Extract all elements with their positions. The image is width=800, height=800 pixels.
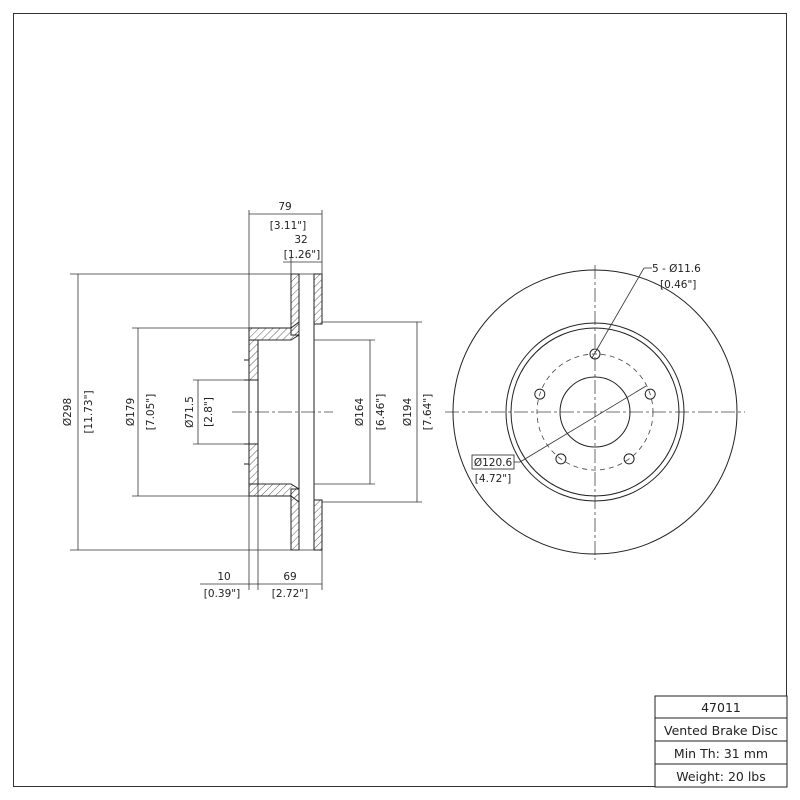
dim-rotor-thickness-mm: 32 [294,234,307,246]
hat-outer-circle [510,327,680,497]
drawing-frame [13,13,787,787]
dim-offset-in: [2.72"] [272,588,308,600]
outer-edge-circle [452,269,738,555]
hat-flange-top [248,339,259,381]
dim-bolt-holes-mm: 5 - Ø11.6 [652,263,701,275]
title-block: 47011 Vented Brake Disc Min Th: 31 mm We… [654,695,788,788]
bolt-circle-leader [519,385,647,463]
dim-braking-inner-diameter-mm: Ø194 [402,398,414,427]
center-bore-circle [559,376,631,448]
dim-hat-thickness-mm: 10 [217,571,230,583]
dim-offset-mm: 69 [283,571,296,583]
dim-overall-height-mm: 79 [278,201,291,213]
dim-bolt-circle-mm: Ø120.6 [474,457,513,469]
dim-outer-diameter-mm: Ø298 [62,398,74,426]
bolt-hole [534,388,546,400]
dim-center-bore-mm: Ø71.5 [184,396,196,428]
bolt-hole [644,388,656,400]
top-outer-plate [313,273,323,325]
part-description: Vented Brake Disc [664,723,778,738]
weight: Weight: 20 lbs [676,769,766,784]
bolt-hole [589,348,601,360]
bolt-circle-label-box [471,454,515,470]
bottom-inner-plate [290,488,300,551]
dim-bolt-circle-in: [4.72"] [475,473,511,485]
dim-inner-diameter-mm: Ø164 [354,398,366,427]
dim-inner-diameter-in: [6.46"] [375,394,387,430]
part-number: 47011 [701,700,741,715]
bolt-circle [536,353,654,471]
dim-rotor-thickness-in: [1.26"] [284,249,320,261]
bottom-outer-plate [313,499,323,551]
dim-hat-thickness-in: [0.39"] [204,588,240,600]
hat-flange-bottom [248,443,259,485]
dim-outer-diameter-in: [11.73"] [83,390,95,433]
side-section-view: 79 [3.11"] 32 [1.26"] Ø298 [11.73"] Ø179… [62,201,434,600]
dim-hat-diameter-in: [7.05"] [145,394,157,430]
dim-hat-diameter-mm: Ø179 [125,398,137,426]
braking-inner-circle [505,322,685,502]
front-view: 5 - Ø11.6 [0.46"] Ø120.6 [4.72"] [445,263,745,560]
dim-overall-height-in: [3.11"] [270,220,306,232]
bolt-holes [534,348,656,465]
min-thickness: Min Th: 31 mm [674,746,768,761]
dim-center-bore-in: [2.8"] [203,397,215,427]
dim-braking-inner-diameter-in: [7.64"] [422,394,434,430]
bolt-hole [623,453,635,465]
bolt-hole-leader [591,267,645,359]
bolt-hole [555,453,567,465]
dim-bolt-holes-in: [0.46"] [660,279,696,291]
